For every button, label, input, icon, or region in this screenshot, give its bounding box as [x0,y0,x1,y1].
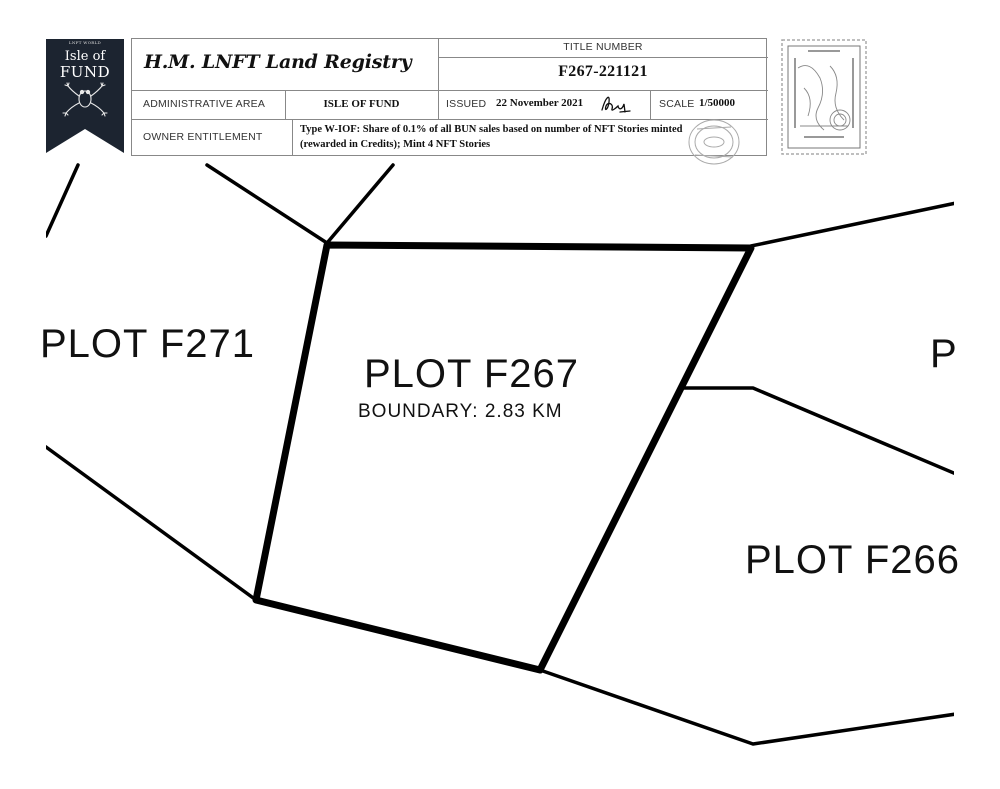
badge-line2: FUND [59,63,111,81]
admin-area-label: ADMINISTRATIVE AREA [143,98,266,110]
owner-entitlement-label: OWNER ENTITLEMENT [143,131,263,143]
registry-header-table: H.M. LNFT Land Registry TITLE NUMBER F26… [131,38,768,165]
badge-small-text: LNFT WORLD [68,40,102,45]
owner-entitlement-line1: Type W-IOF: Share of 0.1% of all BUN sal… [300,124,683,135]
plot-f267-boundary [252,241,755,674]
boundary-line [749,201,954,248]
admin-area-value: ISLE OF FUND [323,98,400,110]
frog-crest-icon [62,82,108,117]
issued-label: ISSUED [446,98,487,110]
scale-label: SCALE [659,98,695,110]
boundary-line [46,163,80,238]
title-number: F267-221121 [558,63,648,80]
postage-stamp-icon [781,39,867,155]
boundary-line [325,163,395,245]
plot-label-f266: PLOT F266 [745,538,961,582]
plot-label-f267: PLOT F267 [364,352,580,396]
issued-date: 22 November 2021 [496,97,584,109]
seal-stamp-icon [688,119,740,165]
isle-of-fund-badge: LNFT WORLD Isle of FUND [46,39,124,153]
badge-line1: Isle of [64,49,106,64]
plot-boundary-length: BOUNDARY: 2.83 KM [358,401,563,422]
boundary-line [538,668,954,746]
plot-label-right-top: P [930,332,958,376]
plot-label-f271: PLOT F271 [40,322,256,366]
owner-entitlement-line2: (rewarded in Credits); Mint 4 NFT Storie… [300,139,491,150]
boundary-line [681,386,954,476]
scale-value: 1/50000 [699,97,736,109]
registry-title: H.M. LNFT Land Registry [144,51,412,73]
boundary-line [205,163,329,245]
title-number-label: TITLE NUMBER [563,41,643,53]
boundary-line [46,445,258,602]
signature-icon [601,96,631,113]
